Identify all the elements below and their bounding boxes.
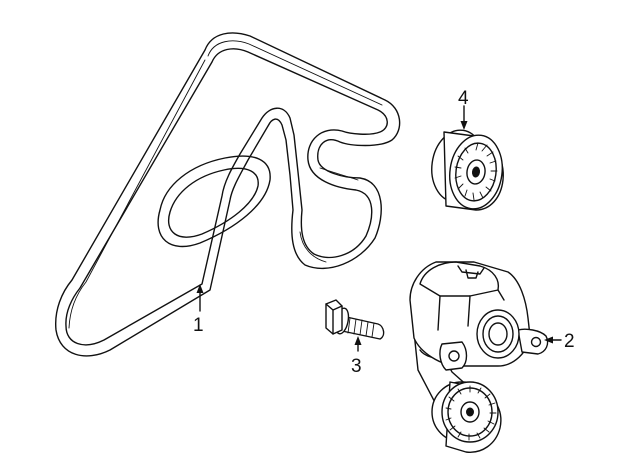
- callout-4-leader: [460, 105, 468, 130]
- callout-1-leader: [196, 284, 204, 312]
- callout-3-leader: [354, 336, 362, 352]
- tensioner-bolt: [325, 299, 385, 340]
- callout-1: 1: [193, 315, 204, 336]
- idler-pulley: [431, 129, 504, 211]
- callout-2-leader: [544, 336, 562, 344]
- belt-tensioner: [409, 261, 549, 453]
- callout-3: 3: [351, 356, 362, 377]
- callout-2: 2: [564, 331, 575, 352]
- callout-4: 4: [458, 88, 469, 109]
- serpentine-belt: [55, 32, 401, 357]
